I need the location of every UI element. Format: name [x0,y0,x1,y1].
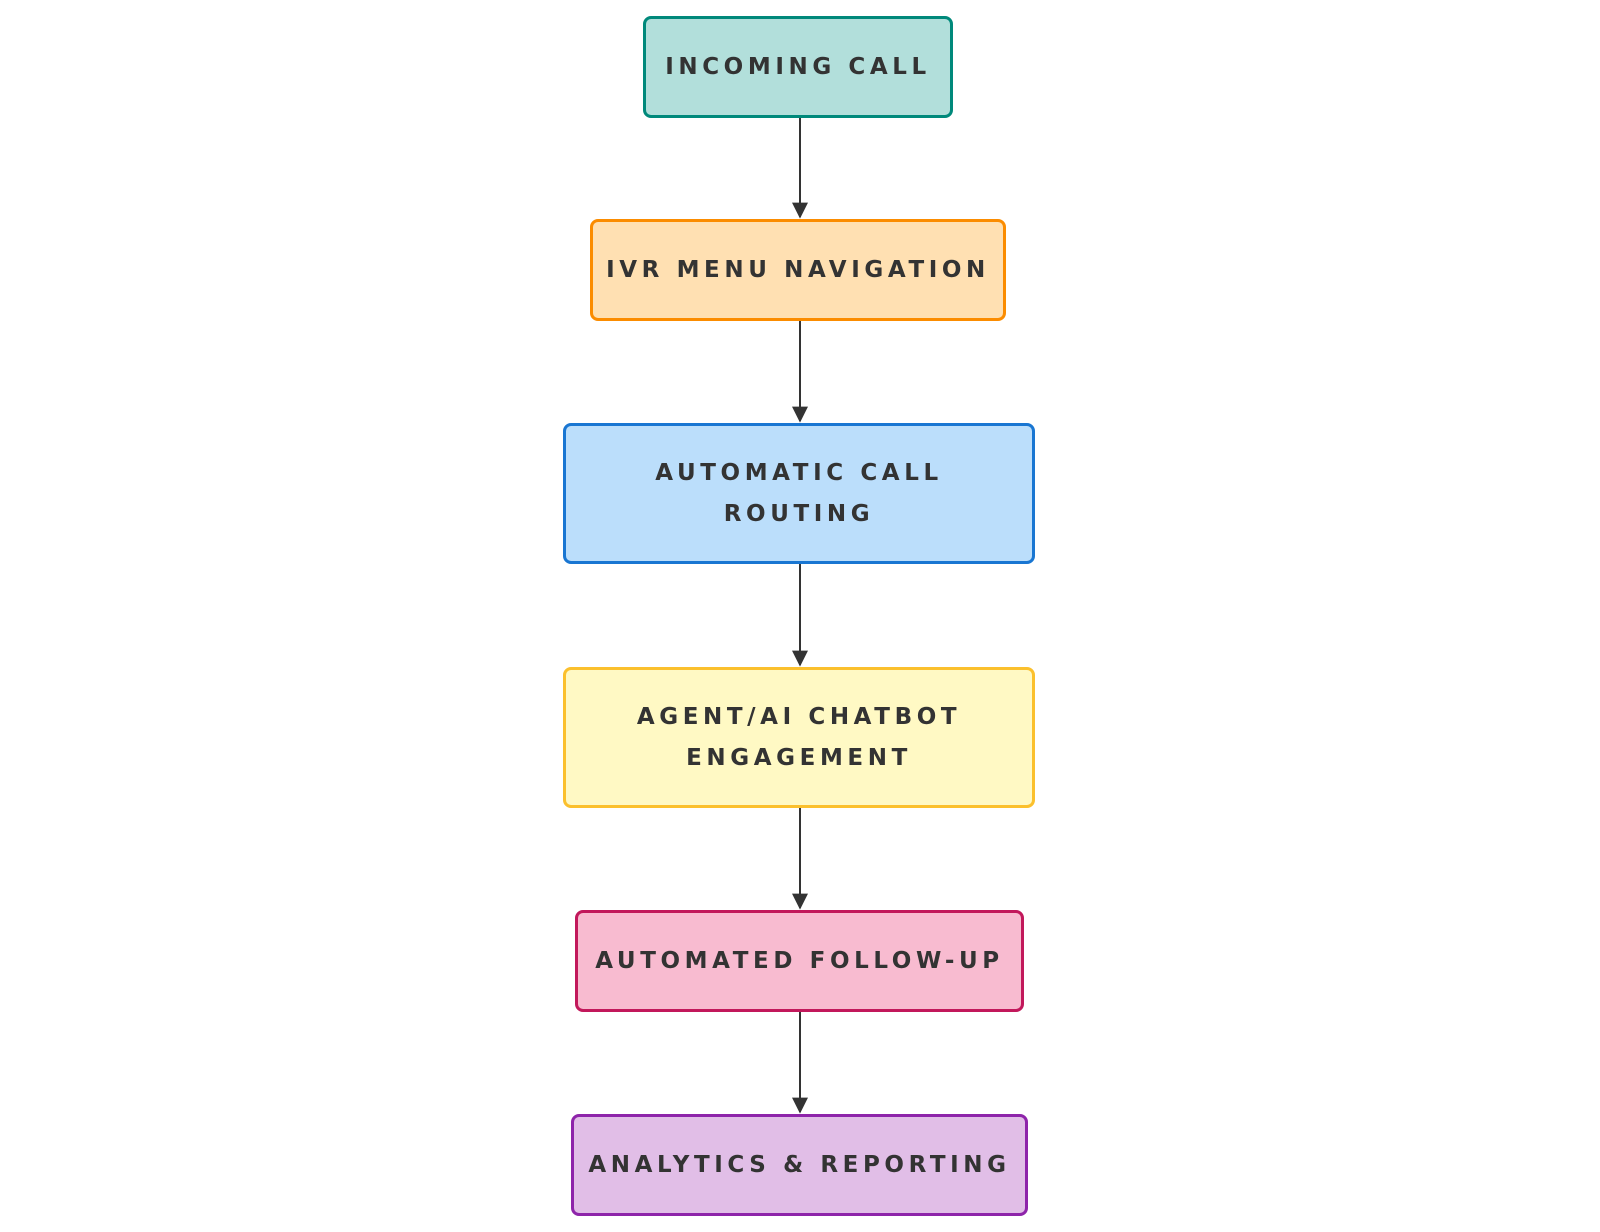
node-label: ENGAGEMENT [686,744,912,771]
node-label: AUTOMATIC CALL [655,459,943,486]
node-analytics-reporting: ANALYTICS & REPORTING [571,1114,1028,1216]
node-label: ANALYTICS & REPORTING [588,1151,1011,1178]
node-automatic-call-routing: AUTOMATIC CALL ROUTING [563,423,1035,564]
node-ivr-menu-navigation: IVR MENU NAVIGATION [590,219,1006,321]
node-label: AUTOMATED FOLLOW-UP [595,947,1004,974]
node-label: AGENT/AI CHATBOT [636,703,962,730]
node-label: IVR MENU NAVIGATION [606,256,990,283]
node-incoming-call: INCOMING CALL [643,16,953,118]
node-agent-ai-chatbot-engagement: AGENT/AI CHATBOT ENGAGEMENT [563,667,1035,808]
node-label: INCOMING CALL [665,53,931,80]
node-label: ROUTING [723,500,875,527]
node-automated-follow-up: AUTOMATED FOLLOW-UP [575,910,1024,1012]
